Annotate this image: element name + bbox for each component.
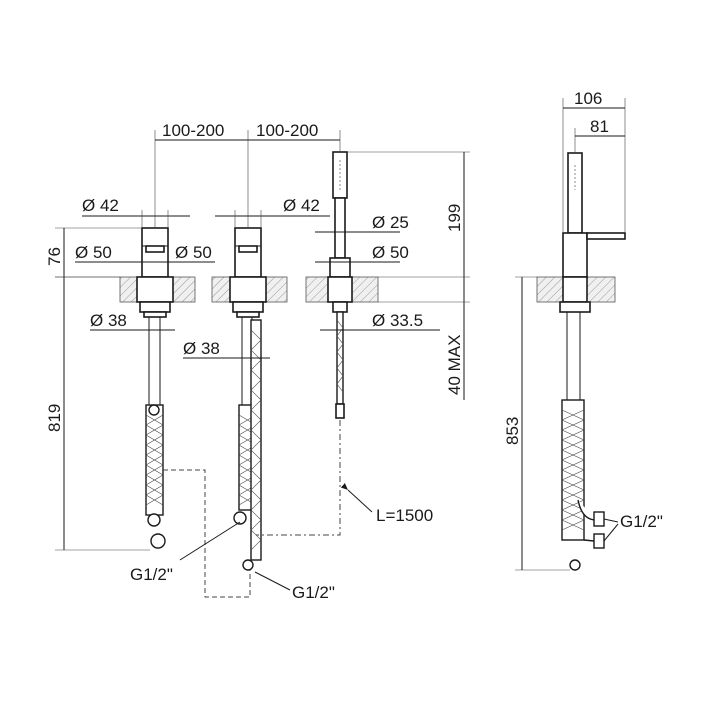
valve-middle [229,227,267,571]
dimension-dia42-right: Ø 42 [283,196,320,215]
dimension-dia25: Ø 25 [372,213,409,232]
hand-shower [327,151,353,419]
dimension-spacing-right: 100-200 [256,121,318,140]
dimension-width-106: 106 [574,89,602,108]
dimension-dia38-left: Ø 38 [90,311,127,330]
dimension-dia50-mid: Ø 50 [175,243,212,262]
dimension-dia42-left: Ø 42 [82,196,119,215]
connector-label-left: G1/2" [130,565,173,584]
dimension-dia50-right: Ø 50 [372,243,409,262]
dimension-dia50-left: Ø 50 [75,243,112,262]
cold-water-route [163,469,251,598]
dimension-height-199: 199 [445,204,464,232]
dimension-spacing-left: 100-200 [162,121,224,140]
side-view [559,152,626,571]
dimension-width-81: 81 [590,117,609,136]
dimension-dia33-5: Ø 33.5 [372,311,423,330]
dimension-height-853: 853 [503,417,522,445]
hose-length-label: L=1500 [376,506,433,525]
dimension-40max: 40 MAX [445,335,464,395]
dimension-height-819: 819 [45,404,64,432]
valve-left [136,227,174,549]
connector-label-middle: G1/2" [292,583,335,602]
dimension-height-76: 76 [45,247,64,266]
dimension-dia38-mid: Ø 38 [183,339,220,358]
hose-route [256,420,341,536]
connector-label-right: G1/2" [620,512,663,531]
